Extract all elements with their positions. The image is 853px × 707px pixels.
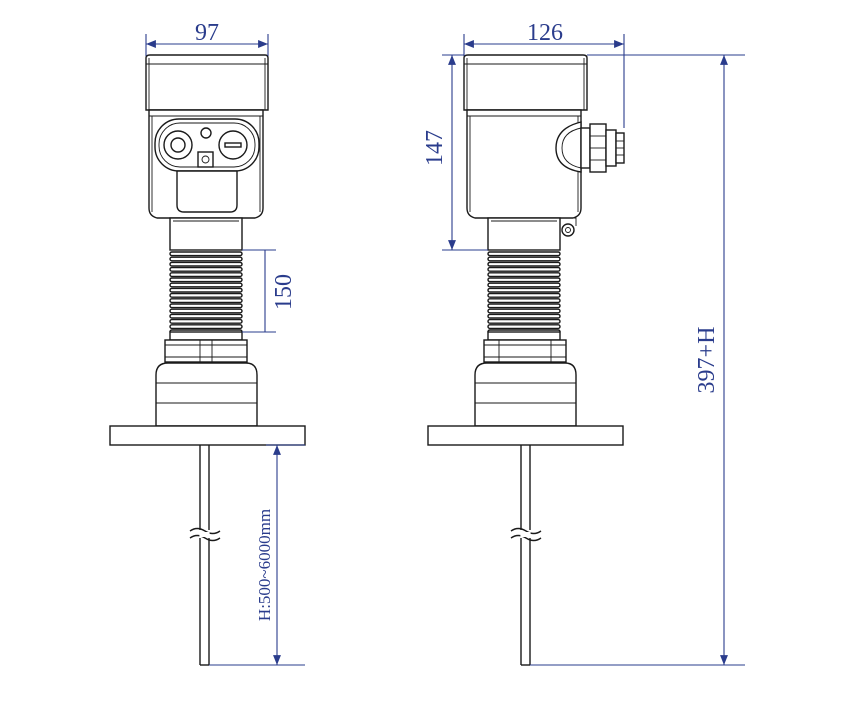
front-control-panel [154, 118, 260, 234]
probe-length-label: H:500~6000mm [255, 509, 274, 621]
front-flange [109, 425, 306, 446]
bellows-rib [169, 303, 243, 309]
bellows-rib [169, 324, 243, 330]
dimension-total-height: 397+H [530, 54, 745, 666]
bellows-rib [169, 256, 243, 262]
bellows-rib [169, 308, 243, 314]
bellows-rib [169, 298, 243, 304]
front-horn [155, 362, 258, 427]
front-view [109, 54, 306, 666]
bellows-rib [487, 287, 561, 293]
bellows-rib [487, 324, 561, 330]
bellows-rib [169, 277, 243, 283]
bellows-rib [487, 298, 561, 304]
bellows-rib [169, 287, 243, 293]
bellows-rib [487, 272, 561, 278]
bellows-rib [169, 318, 243, 324]
bellows-rib [487, 251, 561, 257]
housing-height-label: 147 [422, 130, 448, 166]
bellows-rib [169, 266, 243, 272]
bellows-rib [487, 292, 561, 298]
bellows-rib [487, 266, 561, 272]
bellows-rib [487, 261, 561, 267]
bellows-rib [169, 282, 243, 288]
side-rod [510, 445, 542, 666]
front-nut [164, 339, 248, 363]
bellows-rib [487, 308, 561, 314]
front-rod [189, 445, 221, 666]
dimension-probe-length: H:500~6000mm [209, 444, 305, 666]
width-front-label: 97 [195, 20, 219, 46]
cable-gland [580, 123, 625, 173]
bellows-rib [487, 282, 561, 288]
bellows-rib [487, 313, 561, 319]
bellows-rib [169, 272, 243, 278]
side-nut [483, 339, 567, 363]
dimension-width-side: 126 [463, 20, 625, 128]
dimension-bellows-height: 150 [242, 249, 297, 333]
bellows-height-label: 150 [271, 274, 297, 310]
total-height-label: 397+H [694, 327, 720, 394]
dimension-housing-height: 147 [422, 54, 488, 251]
front-bellows [169, 217, 243, 341]
side-view [427, 54, 625, 666]
bellows-rib [487, 256, 561, 262]
bellows-rib [169, 261, 243, 267]
dimension-width-front: 97 [145, 20, 269, 56]
bellows-rib [487, 277, 561, 283]
bellows-rib [487, 318, 561, 324]
side-horn [474, 362, 577, 427]
side-flange [427, 425, 624, 446]
bellows-rib [169, 313, 243, 319]
bellows-rib [169, 251, 243, 257]
bellows-rib [487, 303, 561, 309]
side-bellows [487, 217, 561, 341]
width-side-label: 126 [527, 20, 563, 46]
side-housing [463, 54, 588, 237]
bellows-rib [169, 292, 243, 298]
